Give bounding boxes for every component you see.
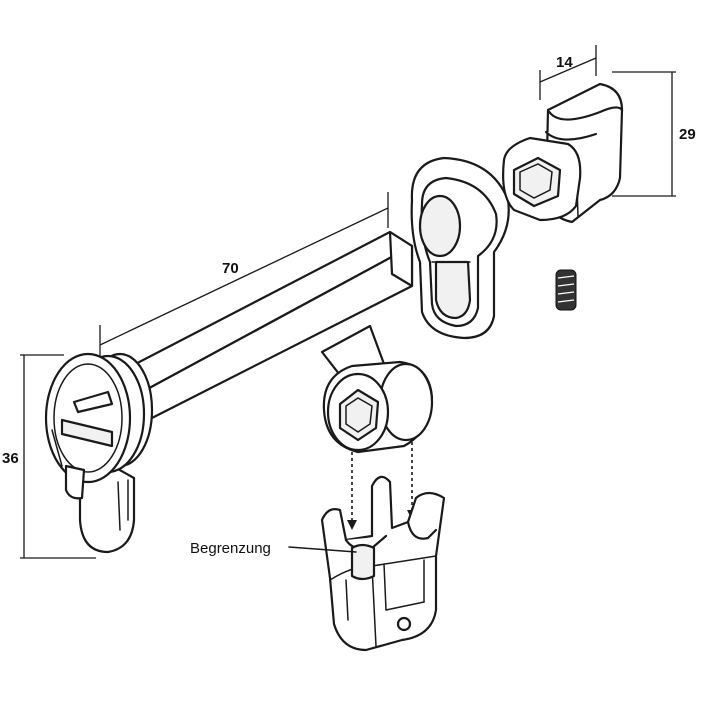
limiter-housing: [320, 475, 446, 652]
limiter-label: Begrenzung: [190, 540, 271, 557]
limiter-annotation: Begrenzung: [190, 540, 357, 557]
square-shaft: [118, 230, 414, 422]
dimension-29-label: 29: [679, 126, 696, 143]
thumb-turn-knob: [502, 82, 624, 224]
dimension-36-label: 36: [2, 450, 19, 467]
cam-piece: [320, 324, 434, 454]
dimension-29: 29: [612, 71, 696, 197]
dimension-36: 36: [2, 354, 96, 559]
dimension-70: 70: [99, 192, 389, 370]
dimension-70-label: 70: [222, 260, 239, 277]
rosette: [410, 156, 510, 340]
cylinder-body: [44, 352, 154, 554]
dimension-14: 14: [539, 45, 597, 100]
grub-screw: [555, 269, 577, 311]
dimension-14-label: 14: [556, 54, 573, 71]
